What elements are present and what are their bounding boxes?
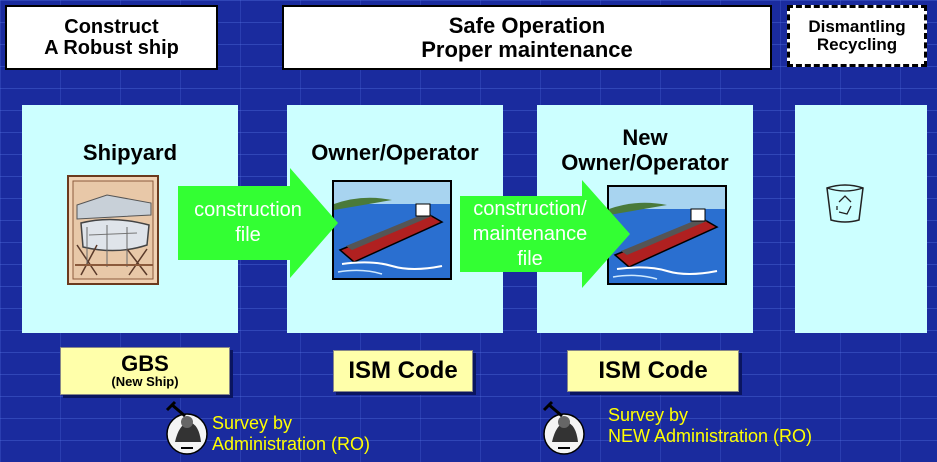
maintenance-file-arrow: construction/ maintenance file (460, 180, 630, 288)
arrow2-line1: construction/ (473, 197, 587, 220)
recycle-bin-icon (823, 180, 867, 224)
survey1-line1: Survey by (212, 413, 293, 433)
stage-construct-box: Construct A Robust ship (5, 5, 218, 70)
surveyor-icon (163, 398, 213, 456)
arrow1-line1: construction (194, 199, 302, 221)
gbs-label: GBS (121, 350, 169, 376)
ism-code-badge: ISM Code (567, 350, 739, 392)
stage-operation-line2: Proper maintenance (421, 36, 633, 62)
gbs-sublabel: (New Ship) (111, 373, 179, 389)
stage-construct-line2: A Robust ship (44, 36, 179, 59)
stage-construct-line1: Construct (64, 15, 159, 38)
survey-new-administration-text: Survey by NEW Administration (RO) (608, 405, 908, 446)
new-owner-title-line1: New (622, 125, 668, 150)
survey1-line2: Administration (RO) (212, 433, 371, 454)
survey2-line1: Survey by (608, 405, 689, 425)
stage-operation-line1: Safe Operation (448, 13, 606, 39)
construction-file-arrow: construction file (178, 168, 338, 278)
surveyor-icon (540, 398, 590, 456)
arrow2-line2: maintenance (472, 222, 588, 245)
survey2-line2: NEW Administration (RO) (608, 425, 813, 446)
stage-dismantling-box: Dismantling Recycling (787, 5, 927, 67)
ism-label: ISM Code (348, 357, 458, 384)
gbs-badge: GBS (New Ship) (60, 347, 230, 395)
owner-title: Owner/Operator (311, 140, 479, 165)
recycling-panel (795, 105, 927, 333)
survey-administration-text: Survey by Administration (RO) (212, 413, 432, 454)
new-owner-title-line2: Owner/Operator (561, 150, 729, 175)
stage-dismantling-line1: Dismantling (808, 17, 906, 37)
arrow1-line2: file (235, 224, 261, 246)
stage-dismantling-line2: Recycling (816, 35, 898, 54)
shipyard-clipart-icon (67, 175, 159, 285)
tanker-ship-icon (607, 185, 727, 285)
tanker-ship-icon (332, 180, 452, 280)
shipyard-title: Shipyard (82, 140, 178, 165)
stage-operation-box: Safe Operation Proper maintenance (282, 5, 772, 70)
ism-code-badge: ISM Code (333, 350, 473, 392)
ism-label: ISM Code (598, 357, 708, 384)
arrow2-line3: file (517, 247, 543, 270)
